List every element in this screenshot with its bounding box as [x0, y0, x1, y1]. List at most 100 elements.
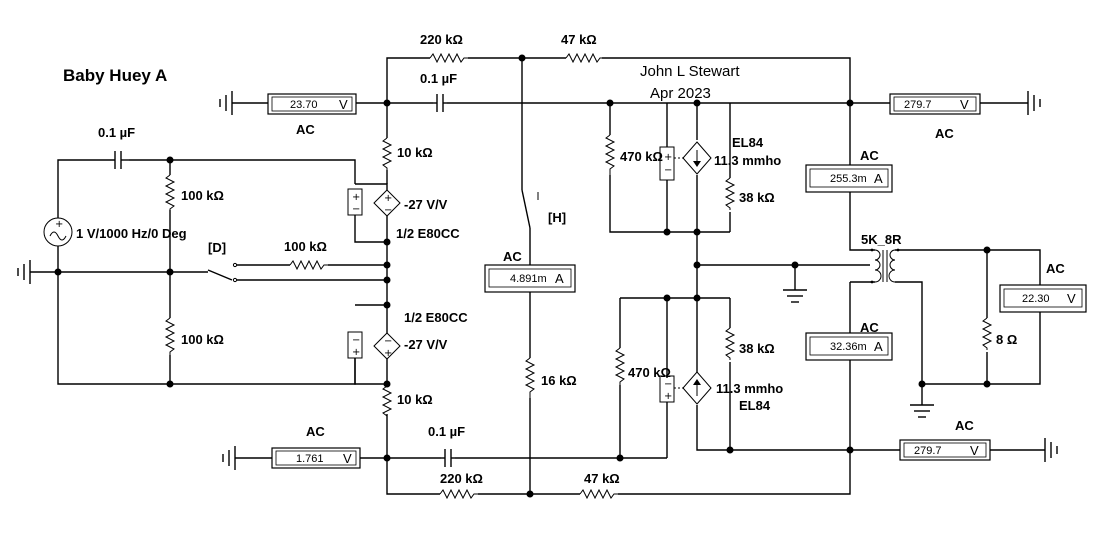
r-bottom-220k-label: 220 kΩ [440, 471, 483, 486]
ground-icon-input [17, 260, 31, 284]
upper-vcvs-gain: -27 V/V [404, 197, 448, 212]
output-transformer[interactable] [870, 248, 900, 284]
r-in-upper-label: 100 kΩ [181, 188, 224, 203]
meter-mode: AC [955, 418, 974, 433]
ground-icon-top-right-meter [1027, 91, 1041, 115]
svg-text:+: + [55, 219, 63, 230]
resistor-upper-plate-10k[interactable] [381, 137, 393, 170]
upper-vccs-name: EL84 [732, 135, 764, 150]
meter-mode: AC [860, 148, 879, 163]
resistor-upper-cathode-38k[interactable] [724, 177, 736, 210]
r-upper-grid-label: 470 kΩ [620, 149, 663, 164]
voltmeter-top-left[interactable]: 23.70 V [267, 93, 357, 115]
ac-source[interactable]: + [43, 217, 73, 247]
resistor-top-47k[interactable] [565, 52, 602, 64]
resistor-bottom-220k[interactable] [439, 488, 478, 500]
svg-text:+: + [664, 391, 672, 402]
svg-text:+: + [352, 192, 360, 203]
meter-mode: AC [503, 249, 522, 264]
svg-text:+: + [664, 152, 672, 163]
lower-vcvs-name: 1/2 E80CC [404, 310, 468, 325]
upper-vcvs-name: 1/2 E80CC [396, 226, 460, 241]
r-fb-label: 100 kΩ [284, 239, 327, 254]
meter-mode: AC [860, 320, 879, 335]
meter-mode: AC [296, 122, 315, 137]
meter-unit: V [339, 97, 348, 112]
r-lower-cathode-label: 38 kΩ [739, 341, 775, 356]
switch-d[interactable] [232, 262, 238, 283]
wiring [30, 57, 1045, 495]
resistor-input-lower-100k[interactable] [164, 317, 176, 356]
svg-text:−: − [384, 336, 392, 347]
cap-bottom-label: 0.1 µF [428, 424, 465, 439]
capacitor-input[interactable] [114, 151, 129, 169]
r-upper-plate-label: 10 kΩ [397, 145, 433, 160]
upper-vccs-gm: 11.3 mmho [714, 153, 781, 168]
ground-icon-center-tap [783, 289, 807, 303]
meter-unit: A [555, 271, 564, 286]
lower-vcvs[interactable]: − + − + [347, 331, 401, 360]
resistor-input-upper-100k[interactable] [164, 174, 176, 212]
r-upper-cathode-label: 38 kΩ [739, 190, 775, 205]
ammeter-upper-plate[interactable]: 255.3m A [805, 164, 893, 193]
ammeter-tail[interactable]: 4.891m A [484, 264, 576, 293]
meter-value: 255.3m [830, 173, 867, 185]
cap-top-label: 0.1 µF [420, 71, 457, 86]
ground-icon-bottom-right-meter [1044, 438, 1058, 462]
switch-h-label: [H] [548, 210, 566, 225]
resistor-load-8ohm[interactable] [981, 317, 993, 350]
meter-mode: AC [1046, 261, 1065, 276]
upper-vcvs[interactable]: + − + − [347, 188, 401, 217]
voltmeter-output[interactable]: 22.30 V [999, 284, 1087, 313]
resistor-tail-16k[interactable] [524, 357, 536, 400]
ac-source-label: 1 V/1000 Hz/0 Deg [76, 226, 187, 241]
lower-vccs[interactable]: − + [659, 371, 712, 405]
junction-dots [54, 54, 991, 498]
lower-vccs-gm: 11.3 mmho [716, 381, 783, 396]
voltmeter-bottom-left[interactable]: 1.761 V [271, 447, 361, 469]
svg-text:−: − [384, 205, 392, 216]
resistor-lower-plate-10k[interactable] [381, 385, 393, 417]
r-load-label: 8 Ω [996, 332, 1017, 347]
svg-text:+: + [384, 348, 392, 359]
meter-value: 279.7 [904, 99, 932, 111]
resistor-lower-cathode-38k[interactable] [724, 327, 736, 360]
meter-mode: AC [306, 424, 325, 439]
r-lower-plate-label: 10 kΩ [397, 392, 433, 407]
svg-text:+: + [352, 347, 360, 358]
cap-input-label: 0.1 µF [98, 125, 135, 140]
svg-text:+: + [384, 193, 392, 204]
ground-icon-secondary [910, 404, 934, 418]
switch-d-label: [D] [208, 240, 226, 255]
svg-text:−: − [352, 335, 360, 346]
meter-unit: A [874, 339, 883, 354]
r-lower-grid-label: 470 kΩ [628, 365, 671, 380]
upper-vccs[interactable]: + − [659, 141, 712, 181]
svg-text:−: − [664, 165, 672, 176]
resistor-upper-grid-470k[interactable] [604, 134, 616, 175]
svg-text:−: − [352, 204, 360, 215]
voltmeter-top-right[interactable]: 279.7 V [889, 93, 981, 115]
voltmeter-bottom-right[interactable]: 279.7 V [899, 439, 991, 461]
ammeter-lower-plate[interactable]: 32.36m A [805, 332, 893, 361]
capacitor-bottom-coupling[interactable] [441, 449, 455, 467]
resistor-feedback-100k[interactable] [289, 259, 328, 271]
ground-icon-bottom-left-meter [222, 446, 236, 470]
resistor-top-220k[interactable] [429, 52, 468, 64]
meter-value: 22.30 [1022, 293, 1050, 305]
resistor-bottom-47k[interactable] [579, 488, 618, 500]
meter-unit: V [970, 443, 979, 458]
meter-value: 279.7 [914, 445, 942, 457]
meter-mode: AC [935, 126, 954, 141]
lower-vccs-name: EL84 [739, 398, 771, 413]
author-label: John L Stewart [640, 63, 740, 80]
meter-unit: V [1067, 291, 1076, 306]
lower-vcvs-gain: -27 V/V [404, 337, 448, 352]
resistor-lower-grid-470k[interactable] [614, 347, 626, 387]
r-bottom-47k-label: 47 kΩ [584, 471, 620, 486]
r-tail-label: 16 kΩ [541, 373, 577, 388]
meter-unit: V [960, 97, 969, 112]
meter-value: 4.891m [510, 273, 547, 285]
capacitor-top-coupling[interactable] [433, 94, 447, 112]
